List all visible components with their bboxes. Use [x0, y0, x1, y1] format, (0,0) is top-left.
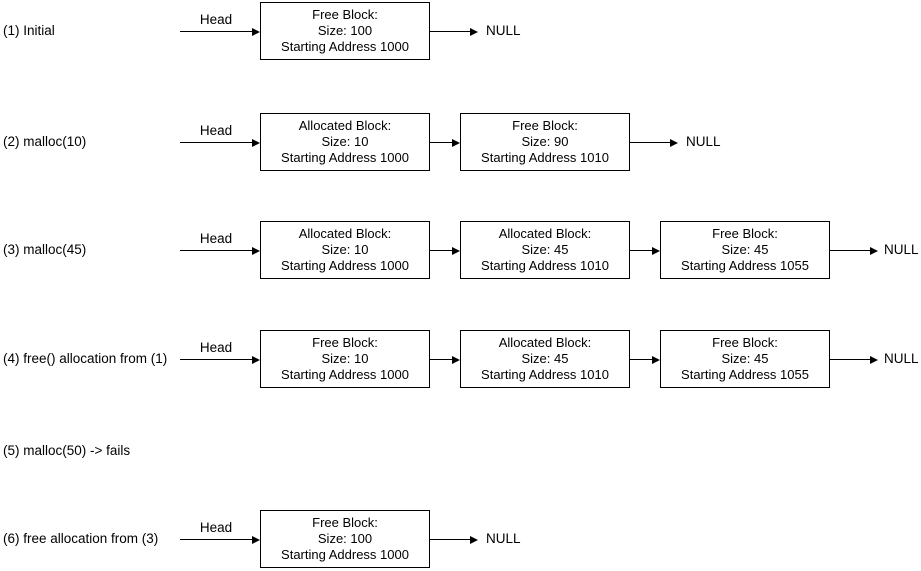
null-terminator-label: NULL: [486, 531, 521, 546]
next-pointer-arrow: [430, 247, 460, 256]
next-pointer-arrow: [430, 536, 478, 545]
next-pointer-arrow: [630, 247, 660, 256]
null-terminator-label: NULL: [686, 134, 721, 149]
memory-block-node: Free Block: Size: 10 Starting Address 10…: [260, 330, 430, 388]
memory-block-node: Free Block: Size: 45 Starting Address 10…: [660, 221, 830, 279]
head-pointer-label: Head: [199, 12, 233, 27]
next-pointer-arrow: [430, 139, 460, 148]
memory-block-node: Free Block: Size: 90 Starting Address 10…: [460, 113, 630, 171]
block-size: Size: 90: [521, 134, 569, 149]
block-size: Size: 100: [317, 531, 373, 546]
block-type: Allocated Block:: [498, 335, 592, 350]
block-address: Starting Address 1000: [281, 258, 409, 273]
block-type: Allocated Block:: [298, 226, 392, 241]
block-size: Size: 100: [317, 23, 373, 38]
block-address: Starting Address 1055: [681, 258, 809, 273]
block-address: Starting Address 1010: [481, 258, 609, 273]
head-pointer-label: Head: [199, 231, 233, 246]
block-size: Size: 10: [321, 134, 369, 149]
next-pointer-arrow: [430, 356, 460, 365]
head-arrow: [180, 139, 260, 148]
head-arrow: [180, 536, 260, 545]
memory-block-node: Allocated Block: Size: 10 Starting Addre…: [260, 113, 430, 171]
block-address: Starting Address 1000: [281, 367, 409, 382]
block-address: Starting Address 1010: [481, 150, 609, 165]
block-type: Free Block:: [312, 335, 378, 350]
memory-block-node: Allocated Block: Size: 45 Starting Addre…: [460, 330, 630, 388]
memory-block-node: Free Block: Size: 45 Starting Address 10…: [660, 330, 830, 388]
block-address: Starting Address 1010: [481, 367, 609, 382]
block-size: Size: 45: [521, 242, 569, 257]
block-size: Size: 45: [521, 351, 569, 366]
row-label: (6) free allocation from (3): [3, 531, 159, 546]
row-label: (4) free() allocation from (1): [3, 351, 168, 366]
block-size: Size: 45: [721, 351, 769, 366]
block-type: Free Block:: [712, 335, 778, 350]
block-address: Starting Address 1000: [281, 39, 409, 54]
next-pointer-arrow: [630, 356, 660, 365]
next-pointer-arrow: [830, 247, 878, 256]
head-arrow: [180, 28, 260, 37]
memory-block-node: Free Block: Size: 100 Starting Address 1…: [260, 2, 430, 60]
null-terminator-label: NULL: [884, 242, 919, 257]
row-label: (5) malloc(50) -> fails: [3, 443, 131, 458]
row-label: (2) malloc(10): [3, 134, 87, 149]
head-arrow: [180, 356, 260, 365]
null-terminator-label: NULL: [884, 351, 919, 366]
block-address: Starting Address 1000: [281, 150, 409, 165]
next-pointer-arrow: [830, 356, 878, 365]
block-address: Starting Address 1000: [281, 547, 409, 562]
memory-block-node: Free Block: Size: 100 Starting Address 1…: [260, 510, 430, 568]
row-label: (3) malloc(45): [3, 242, 87, 257]
head-pointer-label: Head: [199, 123, 233, 138]
block-size: Size: 10: [321, 351, 369, 366]
block-address: Starting Address 1055: [681, 367, 809, 382]
block-type: Free Block:: [712, 226, 778, 241]
head-arrow: [180, 247, 260, 256]
block-size: Size: 10: [321, 242, 369, 257]
block-size: Size: 45: [721, 242, 769, 257]
row-label: (1) Initial: [3, 23, 55, 38]
head-pointer-label: Head: [199, 520, 233, 535]
next-pointer-arrow: [430, 28, 478, 37]
null-terminator-label: NULL: [486, 23, 521, 38]
block-type: Free Block:: [312, 7, 378, 22]
memory-block-node: Allocated Block: Size: 10 Starting Addre…: [260, 221, 430, 279]
next-pointer-arrow: [630, 139, 678, 148]
block-type: Allocated Block:: [298, 118, 392, 133]
block-type: Allocated Block:: [498, 226, 592, 241]
block-type: Free Block:: [512, 118, 578, 133]
block-type: Free Block:: [312, 515, 378, 530]
head-pointer-label: Head: [199, 340, 233, 355]
memory-block-node: Allocated Block: Size: 45 Starting Addre…: [460, 221, 630, 279]
